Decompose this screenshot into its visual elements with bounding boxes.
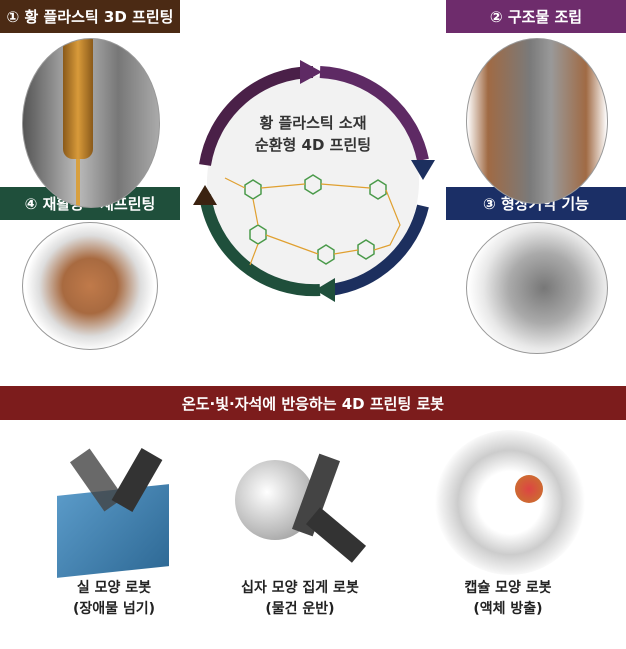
robots-banner: 온도·빛·자석에 반응하는 4D 프린팅 로봇	[0, 386, 626, 420]
arrow-head-icon	[411, 160, 435, 180]
robot-desc: (액체 방출)	[473, 601, 543, 617]
robot-caption-3: 캡슐 모양 로봇 (액체 방출)	[408, 578, 608, 620]
structure-photo	[466, 38, 608, 204]
arrow-purple	[199, 66, 314, 167]
robot-desc: (물건 운반)	[265, 601, 335, 617]
robot-desc: (장애물 넘기)	[72, 601, 156, 617]
center-title-line1: 황 플라스틱 소재	[259, 114, 367, 132]
printing-photo	[22, 38, 160, 208]
robot-name: 십자 모양 집게 로봇	[241, 580, 359, 596]
step-1-header: ① 황 플라스틱 3D 프린팅	[0, 0, 180, 33]
arrow-head-icon	[300, 60, 322, 84]
recycling-photo	[22, 222, 158, 350]
robot-name: 캡슐 모양 로봇	[464, 580, 552, 596]
shape-memory-photo	[466, 222, 608, 354]
step-2-header: ② 구조물 조립	[446, 0, 626, 33]
robot-name: 실 모양 로봇	[76, 580, 152, 596]
center-title-line2: 순환형 4D 프린팅	[254, 136, 372, 154]
cross-gripper-robot-image	[225, 435, 375, 565]
arrow-head-icon	[193, 185, 217, 205]
robot-caption-1: 실 모양 로봇 (장애물 넘기)	[14, 578, 214, 620]
arrow-head-icon	[315, 278, 335, 302]
center-title: 황 플라스틱 소재 순환형 4D 프린팅	[213, 112, 413, 156]
robot-caption-2: 십자 모양 집게 로봇 (물건 운반)	[200, 578, 400, 620]
capsule-robot-image	[435, 430, 585, 575]
thread-robot-image	[55, 440, 175, 578]
cycle-diagram	[193, 60, 435, 302]
